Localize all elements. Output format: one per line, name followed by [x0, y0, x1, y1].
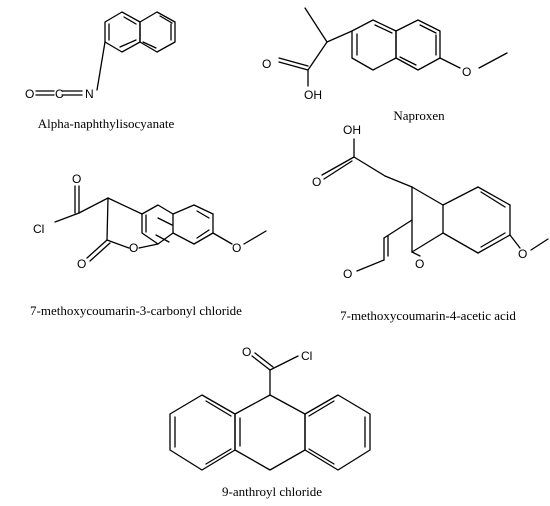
atom-o-methoxy: O [518, 247, 527, 261]
atom-c: C [55, 87, 64, 101]
molecule-caption: Alpha-naphthylisocyanate [38, 116, 175, 131]
atom-oh: OH [343, 123, 361, 137]
molecule-7-methoxycoumarin-3-carbonyl-chloride: O Cl O O O 7-methoxycoumarin-3-carbonyl … [30, 172, 267, 318]
atom-o: O [77, 257, 86, 271]
atom-o: O [25, 87, 34, 101]
molecule-caption: 7-methoxycoumarin-3-carbonyl chloride [30, 303, 242, 318]
atom-o: O [312, 175, 321, 189]
atom-o-methoxy: O [232, 241, 241, 255]
atom-o: O [262, 57, 271, 71]
bonds [35, 11, 176, 96]
molecule-caption: 9-anthroyl chloride [222, 484, 322, 499]
atom-o: O [343, 267, 352, 281]
molecule-caption: 7-methoxycoumarin-4-acetic acid [340, 308, 516, 323]
molecule-alpha-naphthylisocyanate: O C N Alpha-naphthylisocyanate [25, 11, 176, 131]
bonds [321, 138, 549, 272]
atom-o: O [415, 257, 424, 271]
molecule-9-anthroyl-chloride: O Cl 9-anthroyl chloride [169, 345, 371, 499]
molecule-naproxen: O OH O Naproxen [262, 7, 508, 123]
bonds [169, 352, 371, 471]
molecule-caption: Naproxen [393, 108, 445, 123]
atom-cl: Cl [301, 349, 312, 363]
atom-o: O [242, 345, 251, 359]
bonds [278, 7, 508, 87]
molecule-7-methoxycoumarin-4-acetic-acid: OH O O O O 7-methoxycoumarin-4-acetic ac… [312, 123, 549, 323]
atom-cl: Cl [33, 222, 44, 236]
atom-o: O [72, 172, 81, 186]
atom-o-methoxy: O [462, 65, 471, 79]
atom-o: O [129, 241, 138, 255]
atom-n: N [85, 87, 94, 101]
atom-oh: OH [304, 88, 322, 102]
bonds [54, 185, 267, 262]
